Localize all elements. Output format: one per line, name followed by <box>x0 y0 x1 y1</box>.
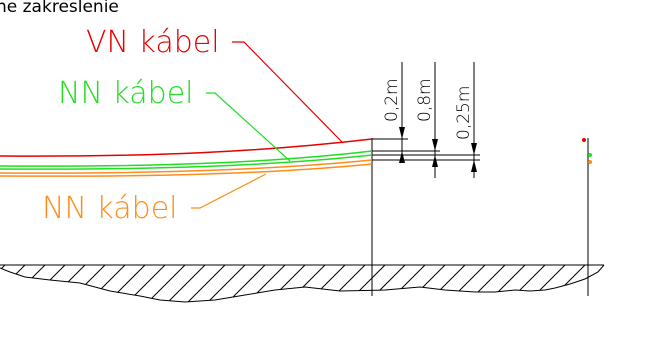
dim-label-1: 0,2m <box>382 78 402 122</box>
hatch-line <box>419 265 466 302</box>
nn-cable-lower-line-a <box>0 159 373 174</box>
vn-cable-marker <box>582 138 586 142</box>
hatch-line <box>79 265 126 302</box>
dim-arrow-3-top <box>471 143 477 155</box>
hatch-line <box>259 265 306 302</box>
hatch-line <box>620 265 665 310</box>
vn-cable-label: VN kábel <box>86 25 220 60</box>
hatch-line <box>479 265 526 302</box>
hatch-line <box>319 265 366 302</box>
dim-arrow-1-bottom <box>399 151 405 163</box>
ground-hatch <box>0 265 669 310</box>
hatch-line <box>119 265 166 302</box>
hatch-line <box>599 265 604 302</box>
hatch-line <box>539 265 586 302</box>
hatch-line <box>219 265 266 302</box>
dim-arrow-1-top <box>399 127 405 139</box>
hatch-line <box>640 265 669 310</box>
dim-arrow-3-bottom <box>471 160 477 172</box>
hatch-line <box>99 265 146 302</box>
dim-arrow-2-bottom <box>432 155 438 167</box>
ground-bottom-outline <box>0 264 605 303</box>
hatch-line <box>239 265 286 302</box>
hatch-line <box>660 265 669 310</box>
hatch-line <box>299 265 346 302</box>
dim-label-3: 0,25m <box>454 86 474 140</box>
hatch-line <box>39 265 86 302</box>
hatch-line <box>439 265 486 302</box>
nn-cable-upper-label: NN kábel <box>58 76 193 111</box>
nn-upper-cable-marker <box>588 153 592 157</box>
page-title-fragment: ne zakreslenie <box>0 0 119 17</box>
nn-upper-label-leader <box>206 92 291 162</box>
nn-cable-lower-line-b <box>0 163 373 177</box>
hatch-line <box>339 265 386 302</box>
dim-arrow-2-top <box>432 139 438 151</box>
nn-cable-upper-line-a <box>0 150 373 167</box>
hatch-line <box>0 265 26 302</box>
hatch-line <box>499 265 546 302</box>
hatch-line <box>0 265 6 302</box>
hatch-line <box>519 265 566 302</box>
nn-lower-label-leader <box>191 173 267 209</box>
hatch-line <box>139 265 186 302</box>
hatch-line <box>199 265 246 302</box>
dim-arrows <box>399 127 477 172</box>
nn-lower-cable-marker <box>588 160 592 164</box>
hatch-line <box>0 265 46 302</box>
hatch-line <box>159 265 206 302</box>
hatch-line <box>179 265 226 302</box>
vn-label-leader <box>232 41 344 144</box>
hatch-line <box>359 265 406 302</box>
hatch-line <box>579 265 604 302</box>
vn-cable-line <box>0 138 373 157</box>
hatch-line <box>459 265 506 302</box>
hatch-line <box>379 265 426 302</box>
dim-label-2: 0,8m <box>415 78 435 122</box>
hatch-line <box>19 265 66 302</box>
nn-cable-upper-line-b <box>0 154 373 170</box>
nn-cable-lower-label: NN kábel <box>42 191 177 226</box>
